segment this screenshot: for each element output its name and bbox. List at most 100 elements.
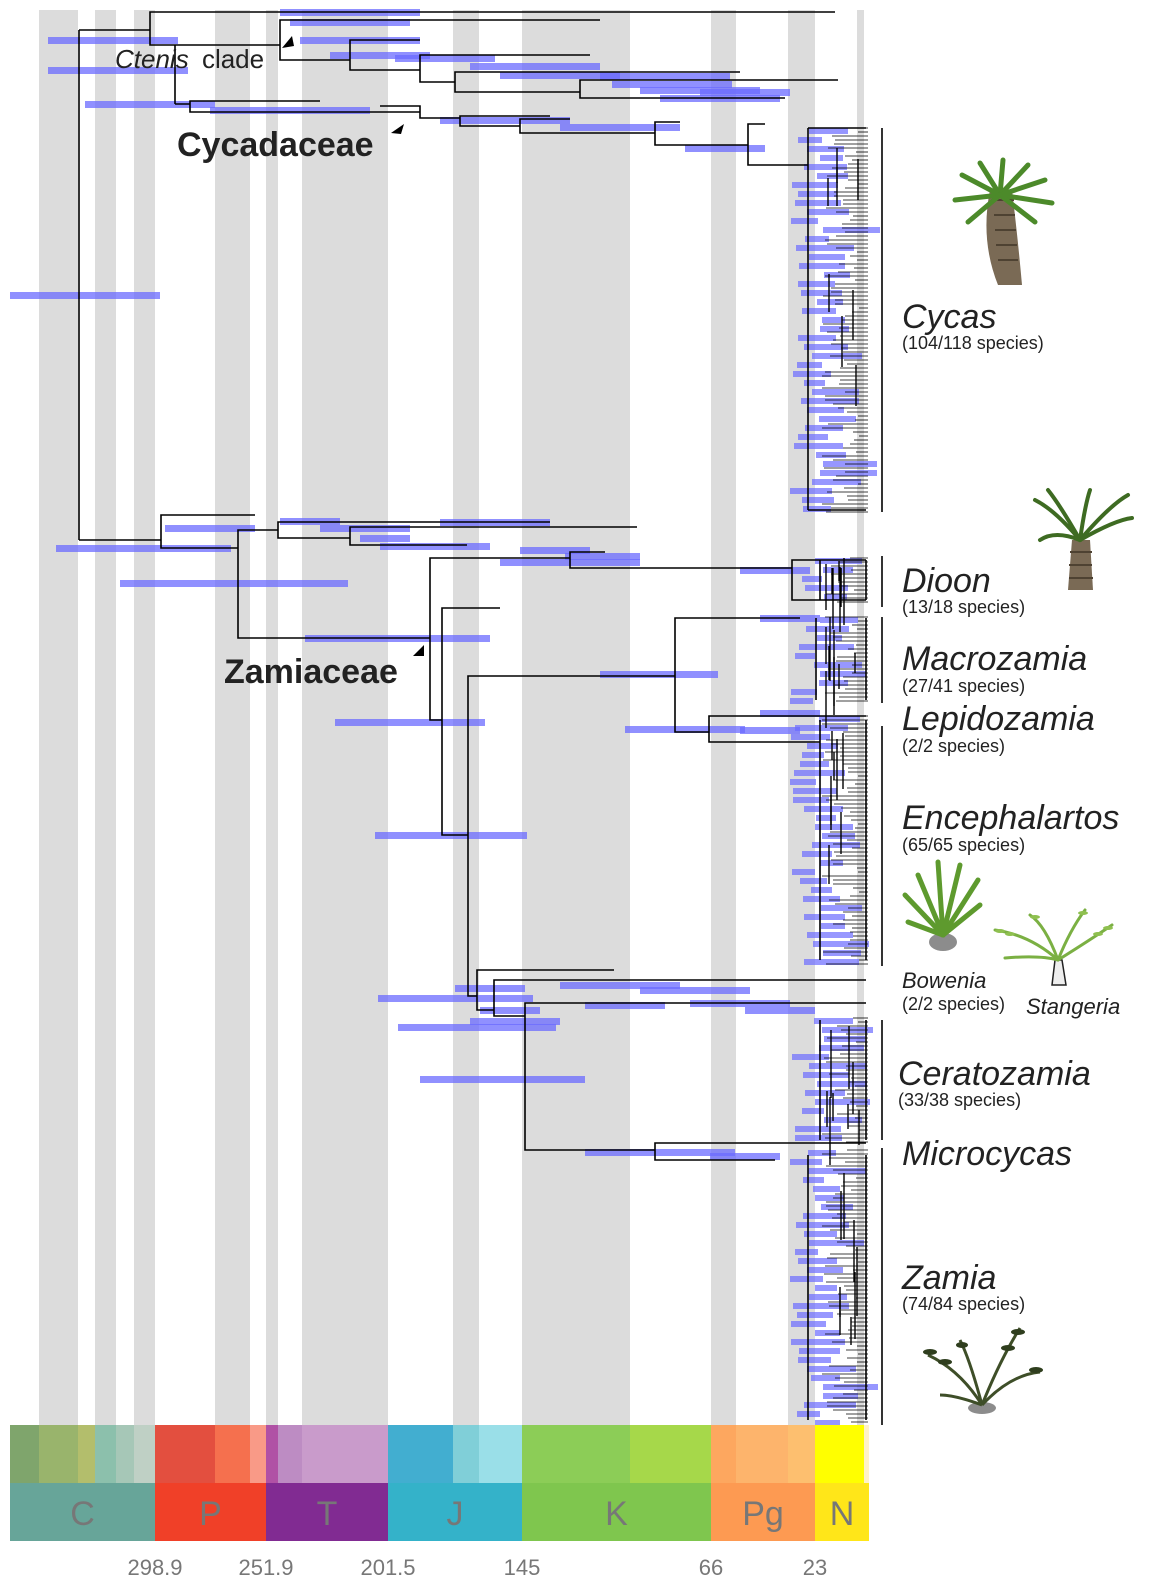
ci-bar [807, 146, 844, 152]
ci-bar [793, 797, 829, 803]
epoch-block [215, 1425, 250, 1483]
ci-bar [740, 727, 800, 734]
ci-bar [798, 1357, 831, 1363]
ci-bar [420, 1076, 585, 1083]
genus-name-macrozamia: Macrozamia [902, 640, 1087, 678]
ci-bar [823, 950, 861, 956]
genus-count-ceratozamia: (33/38 species) [898, 1090, 1021, 1110]
stangeria-plant-icon [995, 910, 1113, 985]
epoch-block [788, 1425, 815, 1483]
cycadaceae-arrow-icon [391, 124, 404, 134]
dioon-plant-icon [1035, 490, 1132, 590]
ci-bar [10, 292, 160, 299]
zamia-plant-icon [923, 1328, 1043, 1414]
ci-bar [700, 89, 790, 96]
epoch-block [10, 1425, 39, 1483]
ci-bar [800, 761, 829, 767]
ci-bar [803, 1072, 849, 1078]
period-label-n: N [830, 1495, 855, 1533]
ci-bar [470, 63, 600, 70]
genus-name-zamia: Zamia [901, 1259, 996, 1297]
ci-bar [821, 1204, 853, 1210]
ci-bar [803, 896, 840, 902]
ci-bar [806, 626, 849, 632]
ci-bar [395, 55, 495, 62]
encephalartos-plant-icon [905, 862, 980, 951]
epoch-block [479, 1425, 522, 1483]
epoch-block [78, 1425, 95, 1483]
ci-bar [791, 218, 818, 224]
ci-bar [600, 671, 718, 678]
ci-bar [710, 1153, 780, 1160]
ci-bar [791, 689, 817, 695]
ci-bar [820, 617, 858, 623]
ci-bar [320, 525, 410, 532]
ci-bar [820, 155, 843, 161]
ci-bar [820, 671, 866, 677]
ci-bar [790, 1276, 823, 1282]
genus-name-cycas: Cycas [902, 298, 996, 336]
zamiaceae-label: Zamiaceae [224, 653, 398, 691]
genus-name-encephalartos: Encephalartos [902, 799, 1119, 837]
ci-bar [800, 878, 827, 884]
ci-bar [808, 1168, 866, 1174]
ci-bar [804, 806, 843, 812]
period-label-pg: Pg [742, 1495, 784, 1533]
ci-bar [685, 145, 765, 152]
genus-name-bowenia: Bowenia [902, 968, 986, 993]
ci-bar [805, 1090, 845, 1096]
ci-bar [797, 362, 822, 368]
ci-bar [824, 1036, 865, 1042]
ci-bar [335, 719, 485, 726]
epoch-block [155, 1425, 215, 1483]
epoch-block [302, 1425, 388, 1483]
ci-bar [807, 1366, 856, 1372]
ci-bar [795, 200, 841, 206]
ci-bar [792, 869, 815, 875]
genus-count-cycas: (104/118 species) [902, 333, 1044, 353]
ci-bar [804, 380, 825, 386]
ci-bar [790, 698, 813, 704]
ci-bar [790, 1159, 822, 1165]
ctenis-clade-label: Ctenis clade [115, 44, 264, 74]
ci-bar [802, 576, 822, 582]
ci-bar [815, 1285, 837, 1291]
genus-count-zamia: (74/84 species) [902, 1294, 1025, 1314]
ci-bar [816, 815, 836, 821]
epoch-block [266, 1425, 278, 1483]
ci-bar [804, 1231, 837, 1237]
ci-bar [809, 128, 848, 134]
axis-tick-label: 251.9 [238, 1555, 293, 1580]
ci-bar [745, 1007, 815, 1014]
ci-bar [807, 932, 853, 938]
epoch-block [736, 1425, 788, 1483]
epoch-block [711, 1425, 736, 1483]
ci-bar [801, 398, 859, 404]
ci-bar [809, 1294, 847, 1300]
epoch-block [116, 1425, 134, 1483]
ci-bar [799, 1348, 840, 1354]
ci-bar [798, 191, 837, 197]
ci-bar [798, 1258, 837, 1264]
ci-bar [809, 1240, 864, 1246]
ci-bar [819, 716, 860, 722]
epoch-block [522, 1425, 630, 1483]
ci-bar [791, 734, 830, 740]
ci-bar [120, 580, 348, 587]
epoch-block [815, 1425, 864, 1483]
ci-bar [798, 434, 828, 440]
ci-bar [430, 543, 490, 550]
axis-tick-label: 145 [504, 1555, 541, 1580]
ci-bar [398, 1024, 556, 1031]
axis-tick-label: 23 [803, 1555, 827, 1580]
ci-bar [798, 137, 822, 143]
ci-bar [792, 1054, 829, 1060]
ci-bar [823, 1384, 878, 1390]
genus-name-stangeria: Stangeria [1026, 994, 1120, 1019]
ci-bar [795, 653, 815, 659]
ci-bar [804, 164, 847, 170]
period-label-t: T [317, 1495, 338, 1533]
genus-name-lepidozamia: Lepidozamia [902, 700, 1095, 738]
